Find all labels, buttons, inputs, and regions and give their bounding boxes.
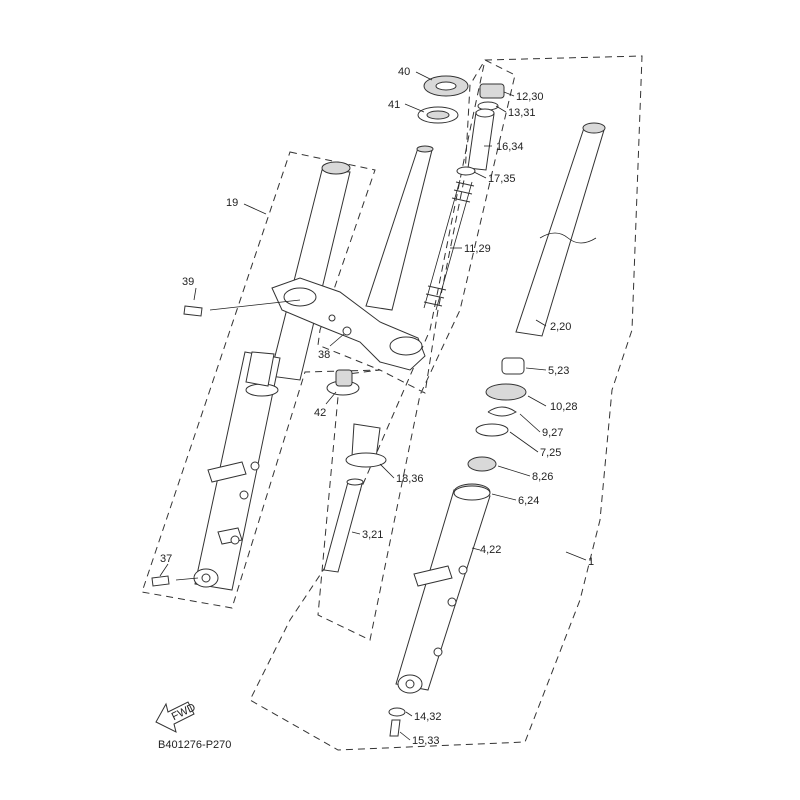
oil-seal-10 — [485, 383, 527, 401]
seal-8 — [467, 456, 497, 472]
damper-rod-3-top — [346, 478, 364, 486]
steering-stem-top — [416, 145, 434, 153]
callout-15-33: 15,33 — [412, 735, 440, 747]
right-axle-hole — [405, 679, 415, 689]
leader-lines — [159, 71, 587, 741]
right-fork-assembly — [388, 122, 606, 737]
washer-7 — [475, 423, 509, 437]
callout-5-23: 5,23 — [548, 365, 569, 377]
left-inner-tube — [269, 169, 351, 381]
callout-42: 42 — [314, 407, 326, 419]
callout-8-26: 8,26 — [532, 471, 553, 483]
right-inner-tube-top — [582, 122, 606, 134]
spring-11 — [423, 179, 475, 311]
bolt-39 — [183, 305, 203, 317]
right-outer-tube-top — [453, 485, 491, 501]
right-outer-tube — [395, 489, 491, 691]
callout-40: 40 — [398, 66, 410, 78]
bracket-bolt-hole — [328, 314, 336, 322]
callout-6-24: 6,24 — [518, 495, 539, 507]
left-inner-tube-top — [321, 161, 351, 175]
callout-1: 1 — [588, 556, 594, 568]
steering-stem-shaft — [365, 147, 433, 311]
left-boss-2 — [239, 490, 249, 500]
right-fork-outline — [249, 55, 643, 751]
callout-41: 41 — [388, 99, 400, 111]
callout-19: 19 — [226, 197, 238, 209]
right-caliper-mount-upper — [413, 565, 453, 587]
steering-stem-assembly — [271, 75, 469, 396]
callout-12-30: 12,30 — [516, 91, 544, 103]
callout-10-28: 10,28 — [550, 401, 578, 413]
callout-7-25: 7,25 — [540, 447, 561, 459]
callout-3-21: 3,21 — [362, 529, 383, 541]
cap-bolt-12 — [479, 83, 505, 99]
callout-labels: 40 41 12,30 13,31 16,34 17,35 19 11,29 3… — [160, 66, 594, 747]
inner-tube-outline — [317, 59, 516, 641]
callout-2-20: 2,20 — [550, 321, 571, 333]
callout-38: 38 — [318, 349, 330, 361]
fwd-arrow-label: FWD — [170, 701, 198, 723]
under-bracket-right-clamp — [389, 336, 423, 356]
oil-lock-18-flange — [345, 452, 387, 468]
bolt-37 — [151, 575, 170, 587]
clip-9 — [487, 406, 517, 417]
callout-17-35: 17,35 — [488, 173, 516, 185]
diagram-code: B401276-P270 — [158, 739, 231, 751]
callout-39: 39 — [182, 276, 194, 288]
washer-14 — [388, 707, 406, 717]
left-fork-assembly — [151, 161, 351, 591]
callout-4-22: 4,22 — [480, 544, 501, 556]
left-boss-3 — [230, 535, 240, 545]
callout-11-29: 11,29 — [464, 243, 491, 255]
bracket-bolt-38 — [342, 326, 352, 336]
right-boss-1 — [458, 565, 468, 575]
nut-42 — [335, 369, 353, 387]
assembly-outlines — [141, 55, 643, 751]
callout-18-36: 18,36 — [396, 473, 424, 485]
washer-17 — [456, 166, 476, 176]
bearing-40-inner — [435, 81, 457, 91]
spacer-16 — [467, 111, 495, 171]
spacer-16-top — [475, 108, 495, 118]
left-boss-1 — [250, 461, 260, 471]
right-boss-2 — [447, 597, 457, 607]
callout-9-27: 9,27 — [542, 427, 563, 439]
right-boss-3 — [433, 647, 443, 657]
callout-14-32: 14,32 — [414, 711, 442, 723]
tube-break-mark — [539, 232, 597, 244]
left-caliper-mount-upper — [207, 461, 247, 483]
left-axle-hole — [201, 573, 211, 583]
callout-13-31: 13,31 — [508, 107, 536, 119]
fwd-arrow-icon — [155, 701, 195, 733]
left-seal-boot — [245, 351, 275, 387]
fwd-arrow: FWD — [155, 701, 198, 733]
under-bracket-left-clamp — [283, 287, 317, 307]
bolt-15 — [389, 719, 401, 737]
right-inner-tube — [515, 127, 605, 337]
callout-37: 37 — [160, 553, 172, 565]
callout-16-34: 16,34 — [496, 141, 524, 153]
damper-rod-3 — [323, 481, 363, 573]
seal-41-inner — [426, 110, 450, 120]
bushing-5 — [501, 357, 525, 375]
left-outer-tube-top — [245, 383, 279, 397]
damper-parts — [323, 83, 505, 573]
